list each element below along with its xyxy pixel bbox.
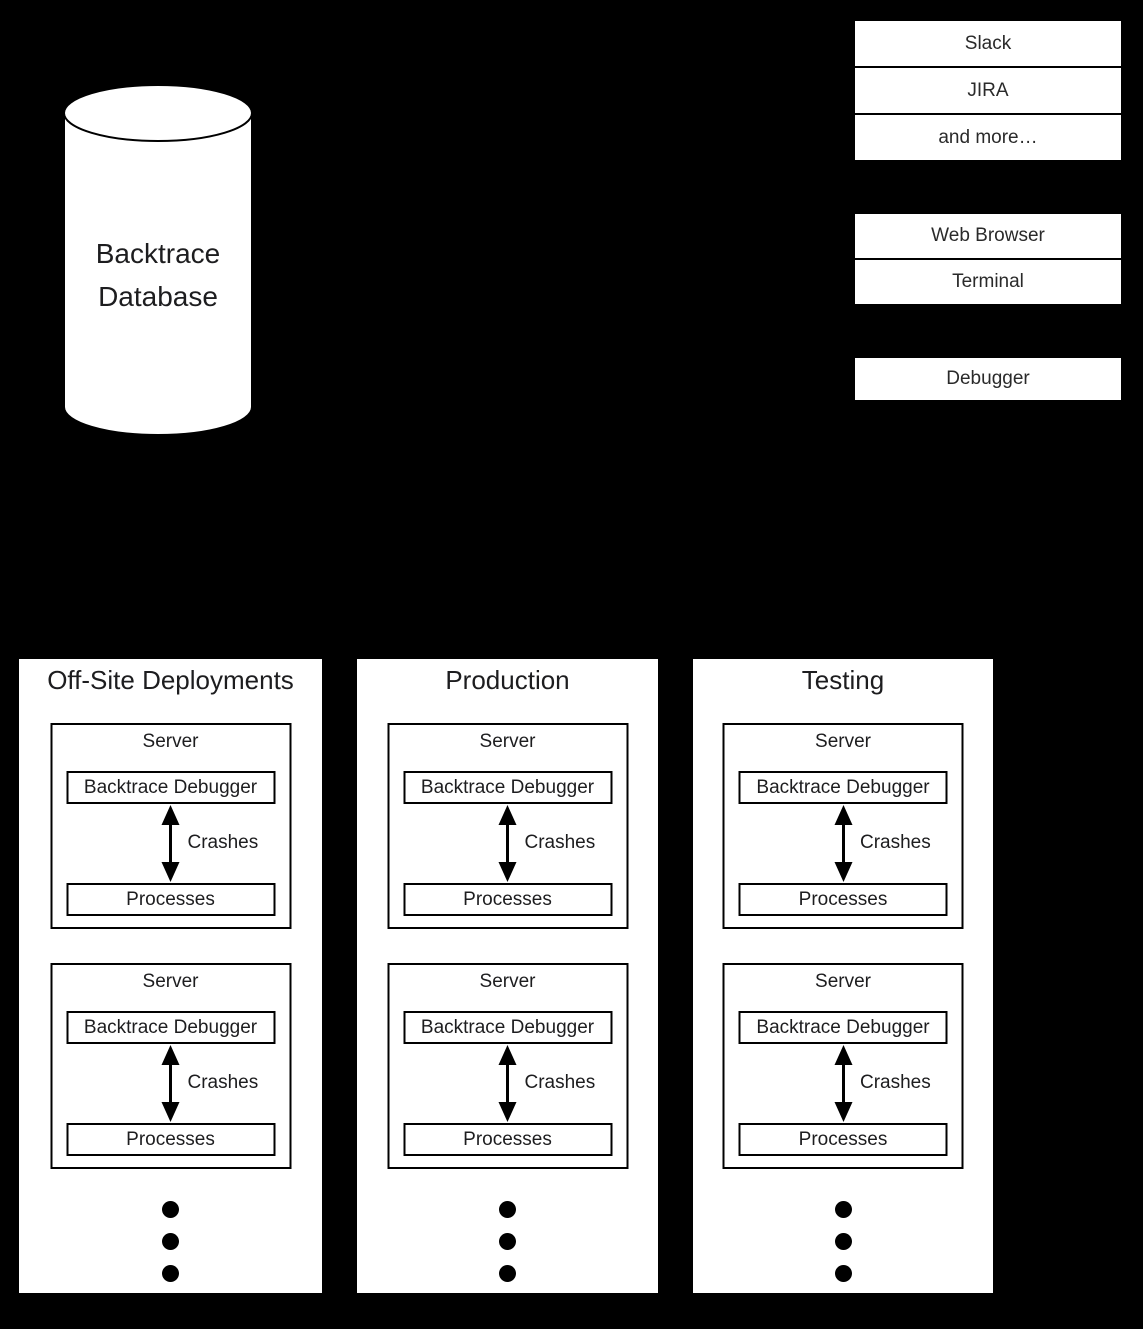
crashes-double-arrow-icon <box>158 1044 184 1123</box>
processes-box: Processes <box>66 883 275 916</box>
crashes-double-arrow-icon <box>158 804 184 883</box>
crashes-double-arrow-icon <box>830 804 856 883</box>
backtrace-debugger-box: Backtrace Debugger <box>66 1011 275 1044</box>
server-label: Server <box>142 731 199 752</box>
processes-box: Processes <box>738 883 948 916</box>
ellipsis-dot <box>499 1233 516 1250</box>
app-box-web-browser: Web Browser <box>853 212 1123 260</box>
panel-title: Production <box>445 665 570 695</box>
backtrace-debugger-box: Backtrace Debugger <box>403 1011 612 1044</box>
processes-box: Processes <box>403 883 612 916</box>
crashes-label: Crashes <box>187 832 259 853</box>
crashes-double-arrow-icon <box>495 804 521 883</box>
server-label: Server <box>815 731 871 752</box>
database-label: Backtrace Database <box>63 232 253 318</box>
panel-title: Testing <box>801 665 885 695</box>
app-box-jira: JIRA <box>853 66 1123 115</box>
more-servers-ellipsis <box>19 1201 322 1282</box>
processes-box: Processes <box>66 1123 275 1156</box>
panel-title: Off-Site Deployments <box>47 665 294 695</box>
processes-box: Processes <box>403 1123 612 1156</box>
app-group-debugging: Debugger <box>853 356 1123 402</box>
ellipsis-dot <box>834 1201 852 1218</box>
server-label: Server <box>142 971 199 992</box>
backtrace-database: Backtrace Database <box>63 84 253 436</box>
app-box-terminal: Terminal <box>853 258 1123 306</box>
crashes-label: Crashes <box>860 1072 931 1093</box>
app-box-debugger: Debugger <box>853 356 1123 402</box>
crashes-label: Crashes <box>524 1072 596 1093</box>
ellipsis-dot <box>834 1265 852 1282</box>
ellipsis-dot <box>162 1233 179 1250</box>
crashes-double-arrow-icon <box>830 1044 856 1123</box>
backtrace-debugger-box: Backtrace Debugger <box>738 1011 948 1044</box>
server-label: Server <box>479 971 536 992</box>
database-label-line1: Backtrace <box>95 238 221 269</box>
processes-box: Processes <box>738 1123 948 1156</box>
crashes-label: Crashes <box>524 832 596 853</box>
backtrace-debugger-box: Backtrace Debugger <box>66 771 275 804</box>
crashes-double-arrow-icon <box>495 1044 521 1123</box>
ellipsis-dot <box>834 1233 852 1250</box>
ellipsis-dot <box>162 1265 179 1282</box>
ellipsis-dot <box>499 1265 516 1282</box>
backtrace-debugger-box: Backtrace Debugger <box>403 771 612 804</box>
crashes-label: Crashes <box>860 832 931 853</box>
server-label: Server <box>479 731 536 752</box>
database-cylinder-icon <box>63 84 253 436</box>
ellipsis-dot <box>162 1201 179 1218</box>
app-box-and-more: and more… <box>853 113 1123 162</box>
more-servers-ellipsis <box>693 1201 993 1282</box>
crashes-label: Crashes <box>187 1072 259 1093</box>
server-label: Server <box>815 971 871 992</box>
app-box-slack: Slack <box>853 19 1123 68</box>
backtrace-debugger-box: Backtrace Debugger <box>738 771 948 804</box>
ellipsis-dot <box>499 1201 516 1218</box>
more-servers-ellipsis <box>357 1201 658 1282</box>
database-label-line2: Database <box>98 281 218 312</box>
